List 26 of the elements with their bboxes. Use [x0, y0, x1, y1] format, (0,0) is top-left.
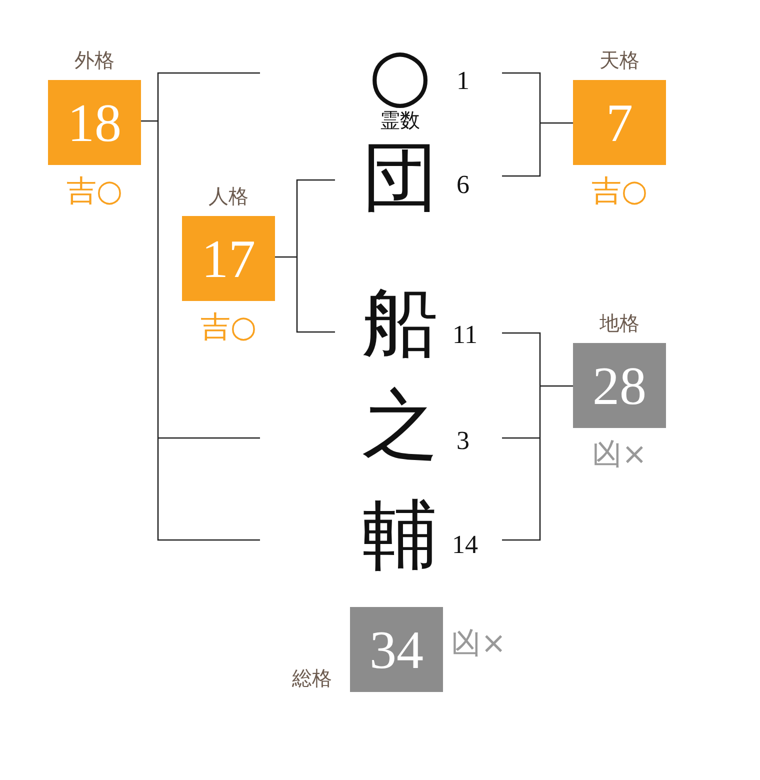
- stroke-count: 6: [456, 172, 470, 198]
- stroke-count: 1: [456, 68, 470, 94]
- fortune-label: 凶×: [451, 627, 506, 661]
- stroke-count: 3: [456, 428, 470, 454]
- score-box: 17: [182, 216, 275, 301]
- name-character: 之: [362, 387, 438, 463]
- name-character: 輔: [362, 497, 438, 573]
- category-label: 人格: [208, 184, 248, 208]
- fortune-label: 吉○: [66, 175, 123, 209]
- score-box: 7: [573, 80, 666, 165]
- name-character: 船: [362, 285, 438, 361]
- score-box: 28: [573, 343, 666, 428]
- category-label: 外格: [74, 48, 114, 72]
- category-label: 地格: [600, 311, 640, 335]
- fortune-label: 吉○: [200, 311, 257, 345]
- score-box: 18: [48, 80, 141, 165]
- stroke-count: 14: [452, 532, 478, 558]
- category-label: 総格: [292, 666, 332, 690]
- category-label: 天格: [600, 48, 640, 72]
- name-character: ○: [368, 38, 432, 110]
- name-character: 団: [362, 139, 438, 215]
- fortune-label: 吉○: [591, 175, 648, 209]
- stroke-count: 11: [452, 322, 478, 348]
- score-box: 34: [350, 607, 443, 692]
- annotation-label: 霊数: [380, 110, 420, 130]
- fortune-label: 凶×: [592, 438, 648, 472]
